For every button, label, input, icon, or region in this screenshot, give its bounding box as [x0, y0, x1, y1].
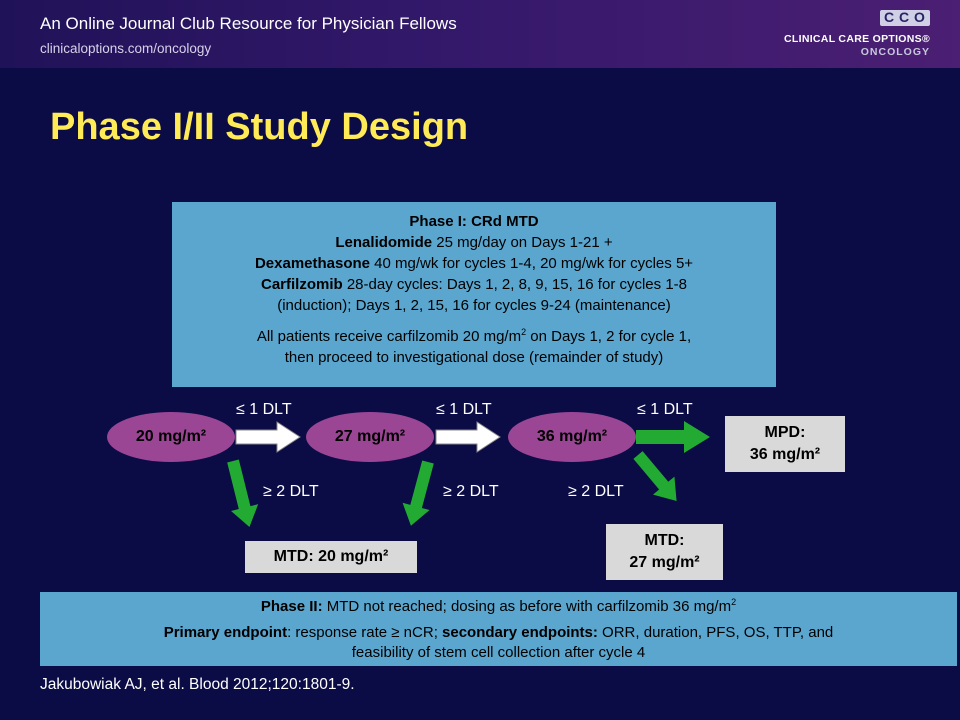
green-arrow-to-mtd27 — [633, 451, 677, 501]
endpoints-line: Primary endpoint: response rate ≥ nCR; s… — [40, 623, 957, 643]
mtd20-box: MTD: 20 mg/m² — [245, 541, 417, 573]
lenalidomide-text: 25 mg/day on Days 1-21 + — [432, 234, 613, 251]
white-arrow-2 — [435, 421, 501, 453]
mpd-box: MPD: 36 mg/m² — [725, 416, 845, 472]
logo-letter: O — [914, 9, 925, 25]
all-patients-text: All patients receive carfilzomib 20 mg/m — [256, 328, 522, 345]
all-patients-line-2: then proceed to investigational dose (re… — [284, 349, 664, 366]
logo-sub: ONCOLOGY — [860, 46, 930, 58]
citation: Jakubowiak AJ, et al. Blood 2012;120:180… — [40, 676, 355, 693]
green-arrow-to-mpd — [636, 421, 710, 453]
phase1-heading: Phase I: CRd MTD — [409, 213, 539, 230]
logo-name: CLINICAL CARE OPTIONS® — [784, 33, 930, 45]
dexamethasone-text: 40 mg/wk for cycles 1-4, 20 mg/wk for cy… — [370, 255, 694, 272]
endpoints-line-2: feasibility of stem cell collection afte… — [351, 644, 646, 661]
secondary-text: ORR, duration, PFS, OS, TTP, and — [597, 624, 834, 641]
green-arrow-to-mtd20 — [227, 459, 259, 527]
carfilzomib-drug: Carfilzomib — [260, 276, 343, 293]
dlt-low-label-1: ≤ 1 DLT — [236, 401, 292, 418]
phase2-line: Phase II: MTD not reached; dosing as bef… — [40, 597, 957, 617]
lenalidomide-drug: Lenalidomide — [335, 234, 433, 251]
carfilzomib-text: 28-day cycles: Days 1, 2, 8, 9, 15, 16 f… — [342, 276, 687, 293]
header-title: An Online Journal Club Resource for Phys… — [40, 14, 457, 33]
superscript: 2 — [521, 327, 527, 337]
dose-ellipse-20: 20 mg/m² — [107, 412, 235, 462]
dlt-low-label-2: ≤ 1 DLT — [436, 401, 492, 418]
mpd-line2: 36 mg/m² — [749, 446, 821, 463]
all-patients-line: All patients receive carfilzomib 20 mg/m… — [172, 326, 776, 347]
slide-title: Phase I/II Study Design — [50, 106, 469, 148]
logo-letter: C — [899, 9, 910, 25]
all-patients-text-2: on Days 1, 2 for cycle 1, — [526, 328, 692, 345]
header-band: An Online Journal Club Resource for Phys… — [0, 0, 960, 68]
mtd27-box: MTD: 27 mg/m² — [606, 524, 723, 580]
mpd-line1: MPD: — [764, 424, 806, 441]
primary-label: Primary endpoint — [163, 624, 288, 641]
lenalidomide-line: Lenalidomide 25 mg/day on Days 1-21 + — [172, 232, 776, 253]
mtd27-line1: MTD: — [644, 532, 685, 549]
dose-ellipse-27: 27 mg/m² — [306, 412, 434, 462]
phase2-label: Phase II: — [260, 598, 323, 615]
phase2-box: Phase II: MTD not reached; dosing as bef… — [40, 592, 957, 666]
phase2-text: MTD not reached; dosing as before with c… — [322, 598, 732, 615]
dexamethasone-drug: Dexamethasone — [254, 255, 371, 272]
dlt-high-label-2: ≥ 2 DLT — [443, 483, 499, 500]
cco-logo-mark: C C O — [880, 9, 930, 26]
carfilzomib-line-2: (induction); Days 1, 2, 15, 16 for cycle… — [277, 297, 671, 314]
header-url: clinicaloptions.com/oncology — [40, 41, 212, 56]
logo-letter: C — [884, 9, 895, 25]
dlt-high-label-1: ≥ 2 DLT — [263, 483, 319, 500]
phase1-box: Phase I: CRd MTD Lenalidomide 25 mg/day … — [172, 202, 776, 387]
mtd27-line2: 27 mg/m² — [629, 554, 700, 571]
dlt-high-label-3: ≥ 2 DLT — [568, 483, 624, 500]
green-arrow-to-mtd20-from-27 — [402, 460, 434, 526]
primary-text: : response rate ≥ nCR; — [287, 624, 443, 641]
carfilzomib-line: Carfilzomib 28-day cycles: Days 1, 2, 8,… — [172, 274, 776, 295]
dose-ellipse-36: 36 mg/m² — [508, 412, 636, 462]
superscript: 2 — [731, 597, 737, 607]
dlt-low-label-3: ≤ 1 DLT — [637, 401, 693, 418]
dexamethasone-line: Dexamethasone 40 mg/wk for cycles 1-4, 2… — [172, 253, 776, 274]
secondary-label: secondary endpoints: — [442, 624, 598, 641]
white-arrow-1 — [235, 421, 301, 453]
